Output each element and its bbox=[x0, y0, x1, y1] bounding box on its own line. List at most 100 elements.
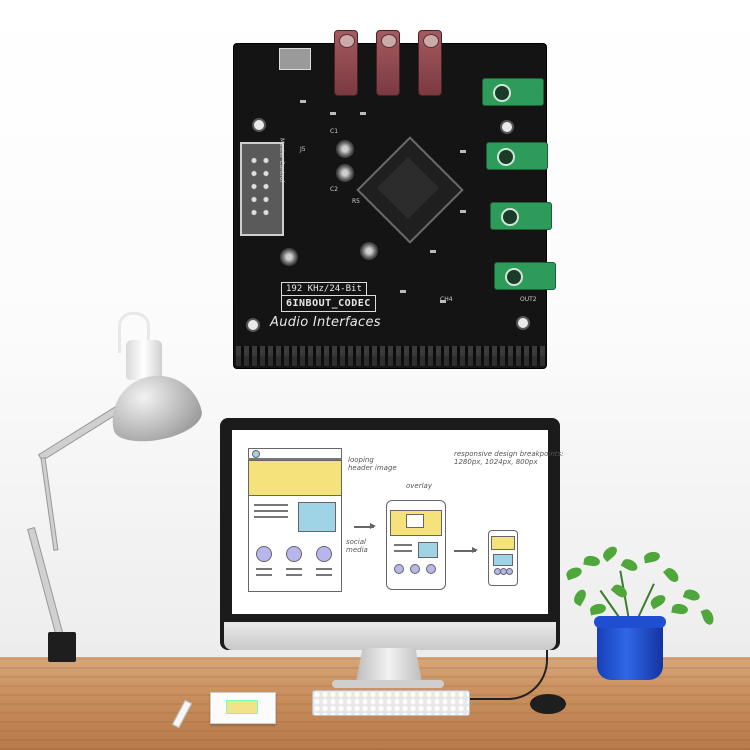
monitor-stand-base bbox=[332, 680, 444, 688]
mount-hole-4 bbox=[516, 316, 530, 330]
wireframe-social-circle bbox=[286, 546, 302, 562]
annotation-breakpoints: responsive design breakpoints: 1280px, 1… bbox=[454, 450, 564, 466]
wireframe-text-line bbox=[394, 550, 412, 552]
annotation-social: social media bbox=[346, 538, 368, 554]
notepad bbox=[210, 692, 276, 724]
plant-leaf bbox=[571, 587, 589, 607]
smd-part bbox=[360, 112, 366, 115]
mouse bbox=[530, 694, 566, 714]
capacitor-2 bbox=[336, 164, 354, 182]
monitor-screen: looping header image social media respon… bbox=[232, 430, 564, 614]
tablet-social-circle bbox=[410, 564, 420, 574]
red-jack-3 bbox=[418, 30, 442, 96]
tablet-social-circle bbox=[394, 564, 404, 574]
tablet-social-circle bbox=[426, 564, 436, 574]
desktop-wireframe bbox=[248, 448, 342, 592]
wireframe-image-block bbox=[298, 502, 336, 532]
lamp-shade bbox=[104, 367, 206, 449]
plant-leaf bbox=[643, 550, 661, 564]
plant-leaf bbox=[583, 554, 601, 568]
plant-leaf bbox=[648, 592, 668, 610]
tablet-overlay-box bbox=[406, 514, 424, 528]
plant-pot-rim bbox=[594, 616, 666, 628]
smd-part bbox=[440, 300, 446, 303]
wireframe-social-circle bbox=[316, 546, 332, 562]
tablet-image-block bbox=[418, 542, 438, 558]
plant-leaf bbox=[610, 582, 630, 600]
smd-part bbox=[460, 150, 466, 153]
wireframe-text-line bbox=[316, 574, 332, 576]
wireframe-text-line bbox=[256, 568, 272, 570]
capacitor-4 bbox=[360, 242, 378, 260]
phone-image-block bbox=[493, 554, 513, 566]
wireframe-text-line bbox=[286, 568, 302, 570]
pcb-model-label: 6INBOUT_CODEC bbox=[281, 295, 376, 312]
annotation-overlay: overlay bbox=[406, 482, 432, 490]
mount-hole-3 bbox=[246, 318, 260, 332]
plant-leaf bbox=[600, 544, 620, 562]
lamp-neck bbox=[126, 340, 162, 380]
smd-part bbox=[400, 290, 406, 293]
plant-leaf bbox=[700, 607, 716, 627]
capacitor-3 bbox=[280, 248, 298, 266]
green-jack-1 bbox=[482, 78, 544, 106]
pcb-silkscreen-label: CH4 bbox=[440, 296, 453, 303]
pcb-header-label: Master Control bbox=[278, 138, 285, 183]
plant-pot bbox=[597, 622, 663, 680]
smd-part bbox=[300, 100, 306, 103]
green-jack-2 bbox=[486, 142, 548, 170]
wireframe-header-image bbox=[248, 460, 342, 496]
phone-wireframe bbox=[488, 530, 518, 586]
notepad-sketch bbox=[226, 700, 258, 714]
red-jack-2 bbox=[376, 30, 400, 96]
pcb-silkscreen-label: C2 bbox=[330, 186, 339, 193]
plant-leaf bbox=[682, 587, 702, 603]
lamp-spring-rod bbox=[40, 457, 59, 551]
wireframe-text-line bbox=[286, 574, 302, 576]
capacitor-1 bbox=[336, 140, 354, 158]
arrow-right-icon bbox=[454, 547, 478, 553]
header-pins bbox=[248, 154, 272, 220]
usb-connector bbox=[279, 48, 311, 70]
red-jack-1 bbox=[334, 30, 358, 96]
pcb-silkscreen-label: R5 bbox=[352, 198, 360, 205]
green-jack-3 bbox=[490, 202, 552, 230]
lamp-cord bbox=[118, 312, 150, 353]
lamp-clamp bbox=[48, 632, 76, 662]
keyboard bbox=[312, 690, 470, 716]
plant-leaf bbox=[663, 565, 681, 585]
arrow-right-icon bbox=[354, 523, 376, 529]
mount-hole-1 bbox=[252, 118, 266, 132]
wireframe-text-line bbox=[394, 544, 412, 546]
pcb-pin-header-row-2 bbox=[236, 356, 546, 366]
smd-part bbox=[430, 250, 436, 253]
annotation-header: looping header image bbox=[348, 456, 397, 472]
pcb-silkscreen-label: OUT2 bbox=[520, 296, 537, 303]
mount-hole-2 bbox=[500, 120, 514, 134]
plant-leaf bbox=[671, 602, 689, 616]
wireframe-text-line bbox=[254, 516, 288, 518]
smd-part bbox=[330, 112, 336, 115]
pcb-product-label: Audio Interfaces bbox=[270, 315, 381, 330]
pcb-silkscreen-label: J5 bbox=[300, 146, 306, 153]
wireframe-social-circle bbox=[256, 546, 272, 562]
wireframe-logo-icon bbox=[252, 450, 260, 458]
tablet-wireframe bbox=[386, 500, 446, 590]
wireframe-nav-line bbox=[248, 458, 342, 460]
wireframe-text-line bbox=[254, 504, 288, 506]
plant-leaf bbox=[564, 565, 584, 581]
pcb-pin-header-row bbox=[236, 346, 546, 356]
green-jack-4 bbox=[494, 262, 556, 290]
pcb-silkscreen-label: C1 bbox=[330, 128, 339, 135]
phone-social-circle bbox=[506, 568, 513, 575]
monitor-stand bbox=[356, 648, 422, 682]
smd-part bbox=[460, 210, 466, 213]
wireframe-text-line bbox=[256, 574, 272, 576]
wireframe-text-line bbox=[254, 510, 288, 512]
monitor-chin bbox=[224, 622, 556, 650]
pcb-spec-label: 192 KHz/24-Bit bbox=[281, 282, 367, 296]
wireframe-text-line bbox=[316, 568, 332, 570]
plant-leaf bbox=[589, 602, 607, 616]
lamp-lower-arm bbox=[27, 527, 66, 646]
